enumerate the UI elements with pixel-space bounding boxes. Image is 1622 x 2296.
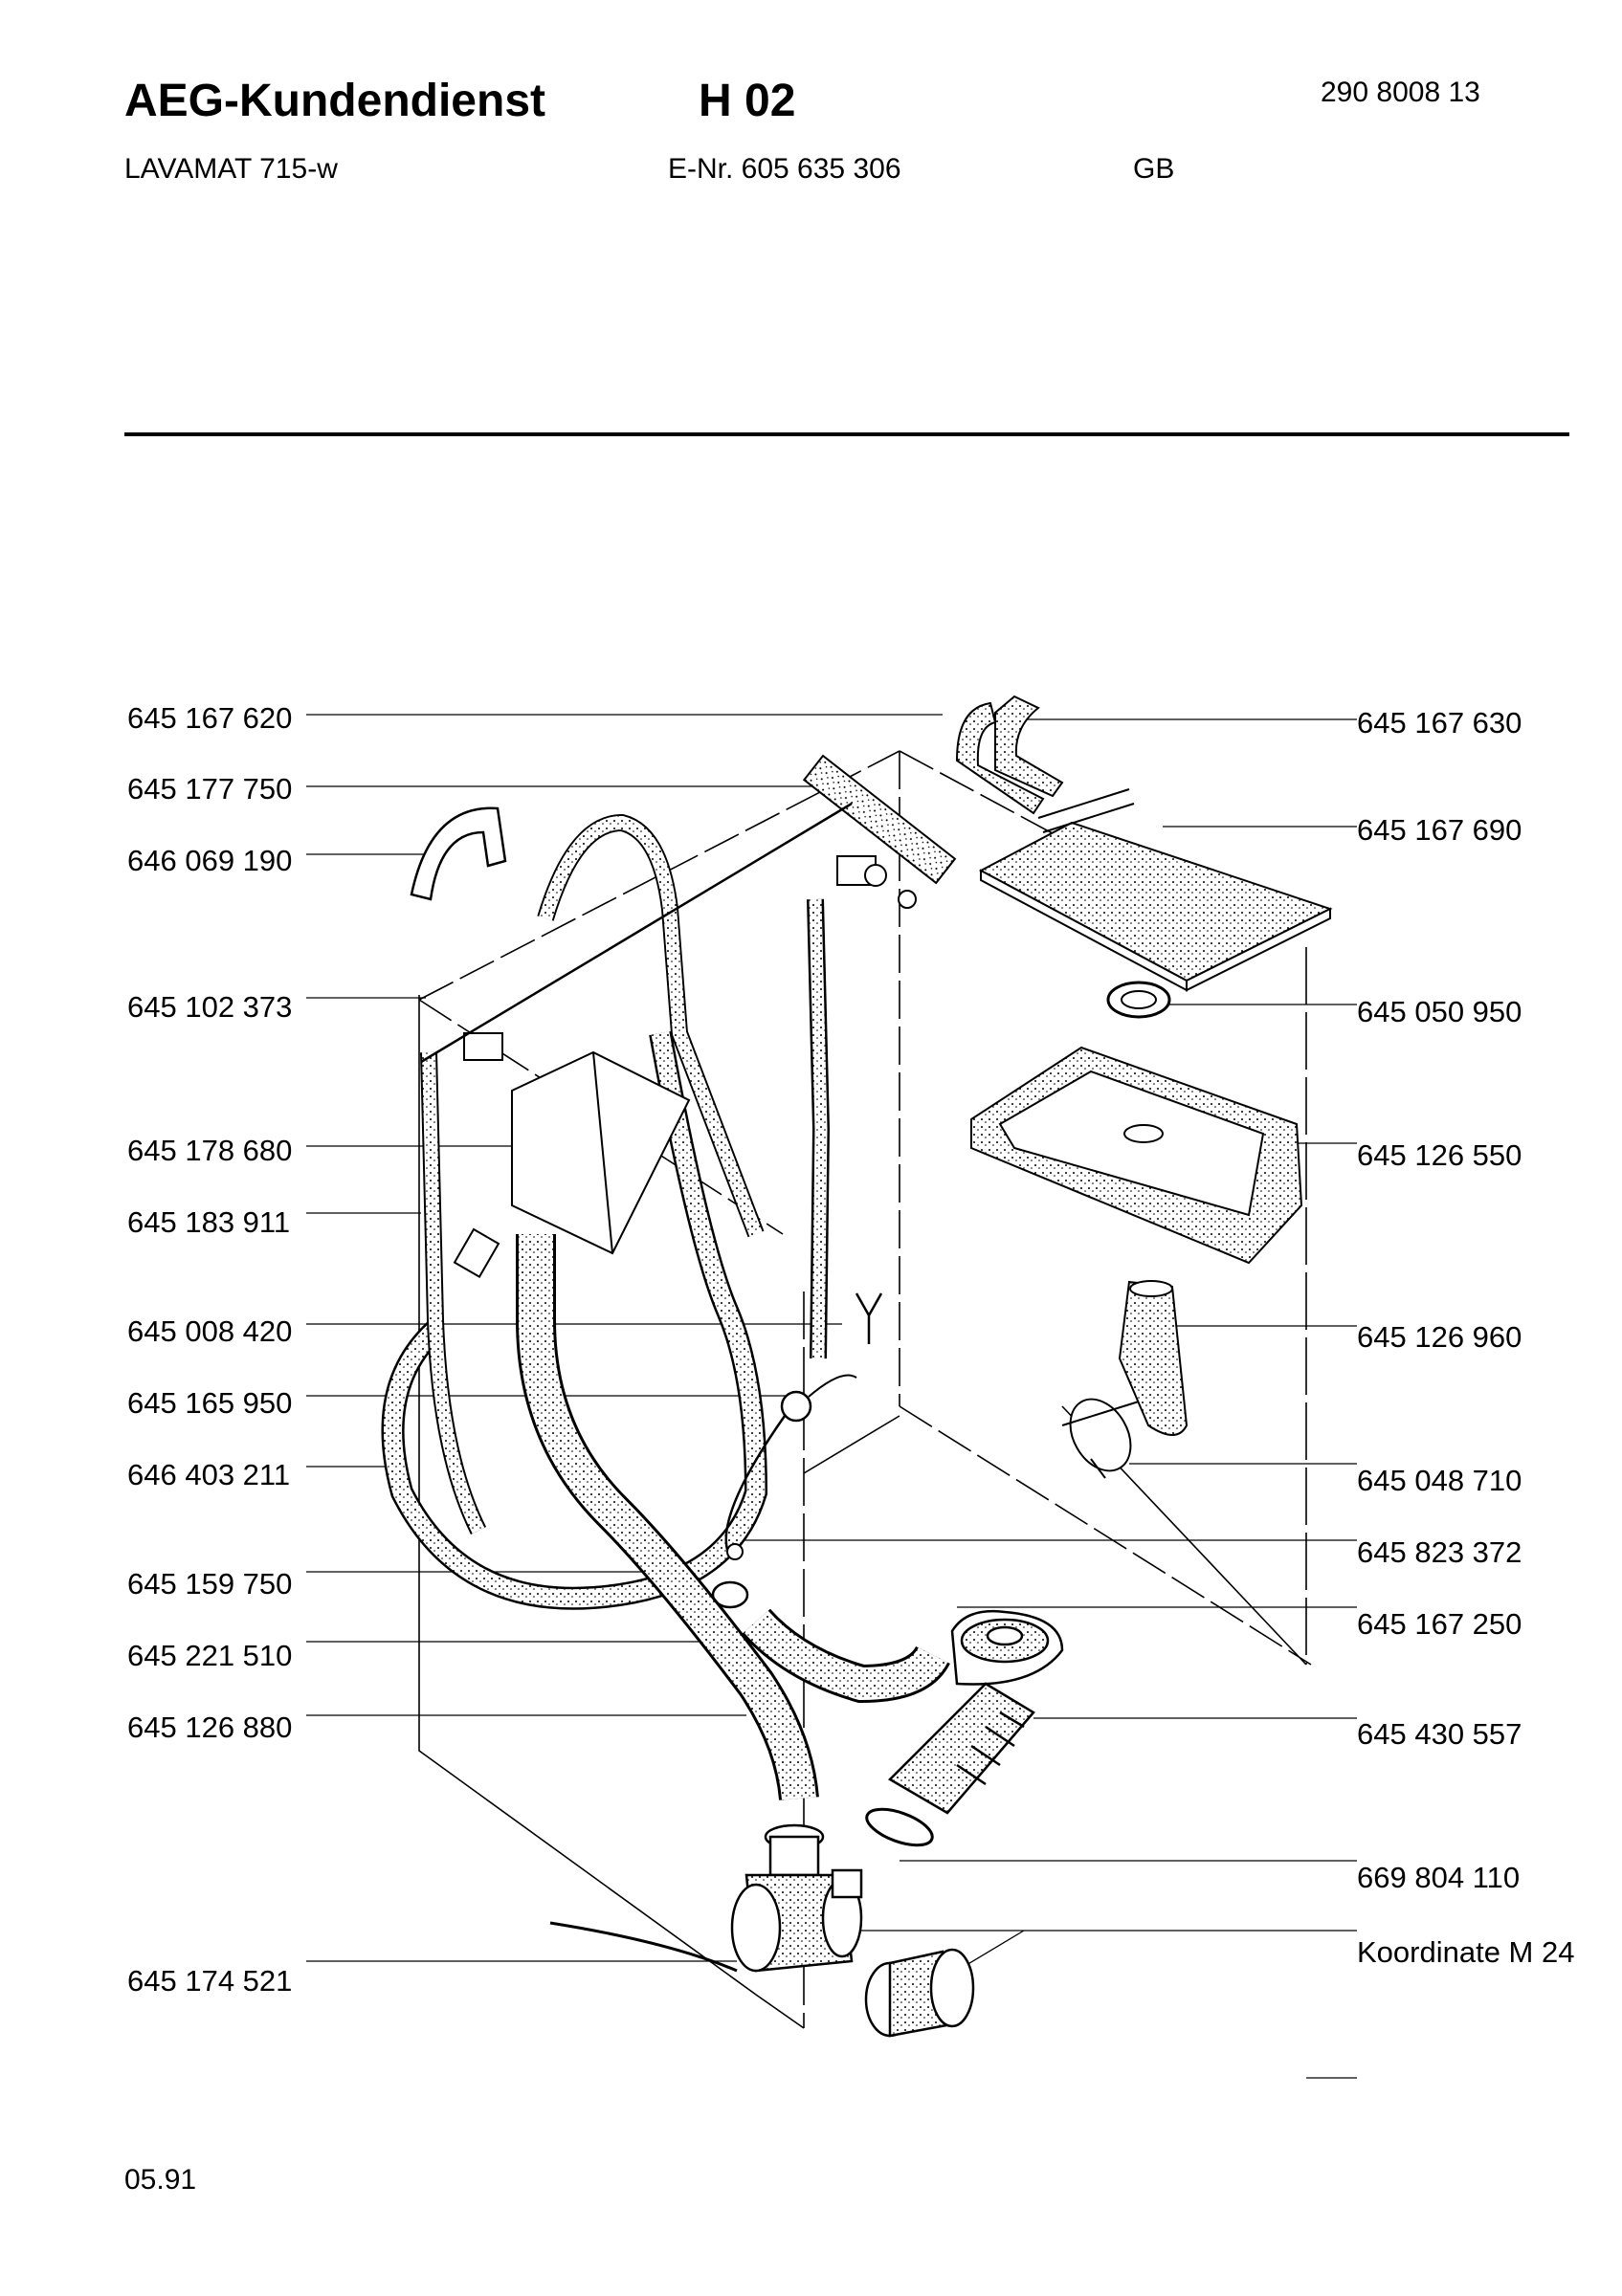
part-label-left: 645 221 510 [127, 1639, 293, 1672]
country-code: GB [1133, 153, 1175, 185]
dispenser-hose [1118, 1280, 1189, 1436]
pipe-bracket [410, 806, 507, 901]
drain-hose-loop [381, 1030, 768, 1610]
drain-pump [730, 1823, 863, 1973]
straight-hose [802, 754, 957, 885]
sump-hose [742, 1608, 950, 1704]
part-label-right: 645 430 557 [1357, 1717, 1522, 1751]
part-label-left: 646 069 190 [127, 844, 293, 877]
hose-clip [865, 1807, 934, 1847]
part-label-right: 645 167 690 [1357, 813, 1522, 847]
part-label-left: 645 167 620 [127, 701, 293, 735]
part-label-left: 645 159 750 [127, 1567, 293, 1601]
wire [420, 802, 853, 1064]
part-label-left: 646 403 211 [127, 1458, 291, 1491]
part-label-right: 645 048 710 [1357, 1464, 1522, 1497]
e-number: E-Nr. 605 635 306 [668, 153, 901, 185]
grommet-2 [711, 1580, 749, 1609]
valve-connector [463, 1032, 503, 1061]
vertical-hose-left [420, 1051, 487, 1535]
dispenser-housing [970, 1046, 1303, 1265]
part-label-right: 645 126 960 [1357, 1320, 1522, 1354]
document-number: 290 8008 13 [1321, 77, 1480, 108]
part-label-right: 645 126 550 [1357, 1138, 1522, 1172]
part-label-left: 645 178 680 [127, 1134, 293, 1167]
part-label-right: 645 823 372 [1357, 1535, 1522, 1569]
dispenser-drawer [978, 788, 1333, 992]
part-label-left: 645 177 750 [127, 772, 293, 806]
part-label-right: 669 804 110 [1357, 1861, 1521, 1894]
part-label-right: 645 050 950 [1357, 995, 1522, 1028]
part-label-left: 645 183 911 [127, 1205, 291, 1239]
part-label-left: 645 008 420 [127, 1314, 293, 1348]
hose-nut [453, 1227, 500, 1279]
bellows-hose [887, 1682, 1035, 1815]
part-label-right: Koordinate M 24 [1357, 1935, 1575, 1969]
header-rule [124, 432, 1569, 436]
sump [950, 1610, 1064, 1686]
part-label-left: 645 165 950 [127, 1386, 293, 1420]
grommet [780, 1390, 812, 1423]
model-name: LAVAMAT 715-w [124, 153, 338, 185]
issue-date: 05.91 [124, 2164, 197, 2196]
hose-bend-top [955, 695, 1064, 815]
y-piece [855, 1292, 883, 1344]
sheet-code: H 02 [699, 76, 796, 126]
drain-hose-main [516, 1234, 819, 1801]
flap-disc [1061, 1398, 1140, 1479]
suppressor-box [511, 1050, 691, 1255]
part-label-left: 645 174 521 [127, 1964, 293, 1998]
leader-lines-left [306, 714, 943, 1962]
inlet-hose [537, 813, 765, 1238]
inlet-valve [836, 855, 917, 909]
part-label-left: 645 102 373 [127, 990, 293, 1024]
pump-wire [549, 1921, 738, 1973]
part-label-right: 645 167 630 [1357, 706, 1522, 740]
part-label-right: 645 167 250 [1357, 1607, 1522, 1641]
part-label-left: 645 126 880 [127, 1711, 293, 1744]
pump-filter [864, 1948, 975, 2038]
brand-title: AEG-Kundendienst [124, 76, 545, 126]
